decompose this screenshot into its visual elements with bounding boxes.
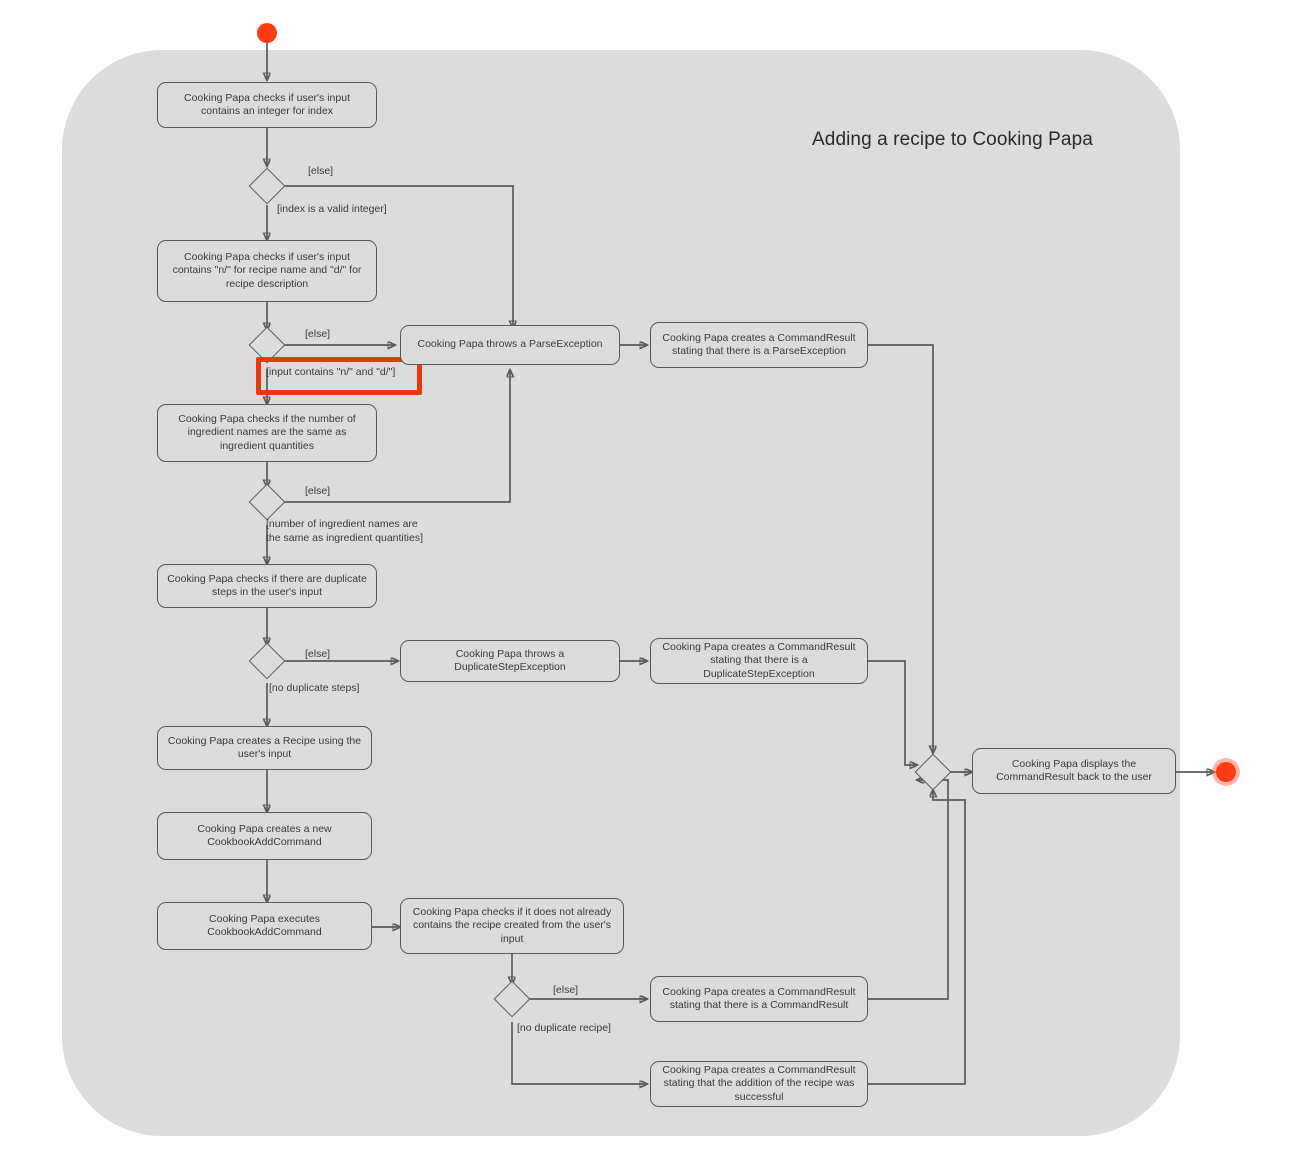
highlight-annotation-box xyxy=(256,357,422,395)
start-node-icon xyxy=(257,23,277,43)
activity-result-success[interactable]: Cooking Papa creates a CommandResult sta… xyxy=(650,1061,868,1107)
activity-check-duplicate-recipe[interactable]: Cooking Papa checks if it does not alrea… xyxy=(400,898,624,954)
activity-result-duplicate-step-exception[interactable]: Cooking Papa creates a CommandResult sta… xyxy=(650,638,868,684)
activity-result-parse-exception[interactable]: Cooking Papa creates a CommandResult sta… xyxy=(650,322,868,368)
guard-no-duplicate-steps: [no duplicate steps] xyxy=(269,682,360,694)
activity-create-recipe[interactable]: Cooking Papa creates a Recipe using the … xyxy=(157,726,372,770)
guard-input-contains: [input contains "n/" and "d/"] xyxy=(266,366,396,378)
guard-else-2: [else] xyxy=(305,328,331,340)
activity-check-ingredients[interactable]: Cooking Papa checks if the number of ing… xyxy=(157,404,377,462)
guard-else-5: [else] xyxy=(553,984,579,996)
activity-throw-duplicate-step-exception[interactable]: Cooking Papa throws a DuplicateStepExcep… xyxy=(400,640,620,682)
guard-no-duplicate-recipe: [no duplicate recipe] xyxy=(517,1022,611,1034)
activity-result-command-result[interactable]: Cooking Papa creates a CommandResult sta… xyxy=(650,976,868,1022)
diagram-title: Adding a recipe to Cooking Papa xyxy=(812,129,1093,150)
activity-check-name-description[interactable]: Cooking Papa checks if user's input cont… xyxy=(157,240,377,302)
activity-throw-parse-exception[interactable]: Cooking Papa throws a ParseException xyxy=(400,325,620,365)
activity-display-result[interactable]: Cooking Papa displays the CommandResult … xyxy=(972,748,1176,794)
activity-check-index[interactable]: Cooking Papa checks if user's input cont… xyxy=(157,82,377,128)
guard-else-4: [else] xyxy=(305,648,331,660)
end-node-icon xyxy=(1216,762,1236,782)
activity-create-command[interactable]: Cooking Papa creates a new CookbookAddCo… xyxy=(157,812,372,860)
guard-index-valid: [index is a valid integer] xyxy=(277,203,387,215)
activity-check-duplicate-steps[interactable]: Cooking Papa checks if there are duplica… xyxy=(157,564,377,608)
guard-else-3: [else] xyxy=(305,485,331,497)
activity-execute-command[interactable]: Cooking Papa executes CookbookAddCommand xyxy=(157,902,372,950)
guard-else-1: [else] xyxy=(308,165,334,177)
guard-ingredients-match: [number of ingredient names are the same… xyxy=(266,518,424,544)
